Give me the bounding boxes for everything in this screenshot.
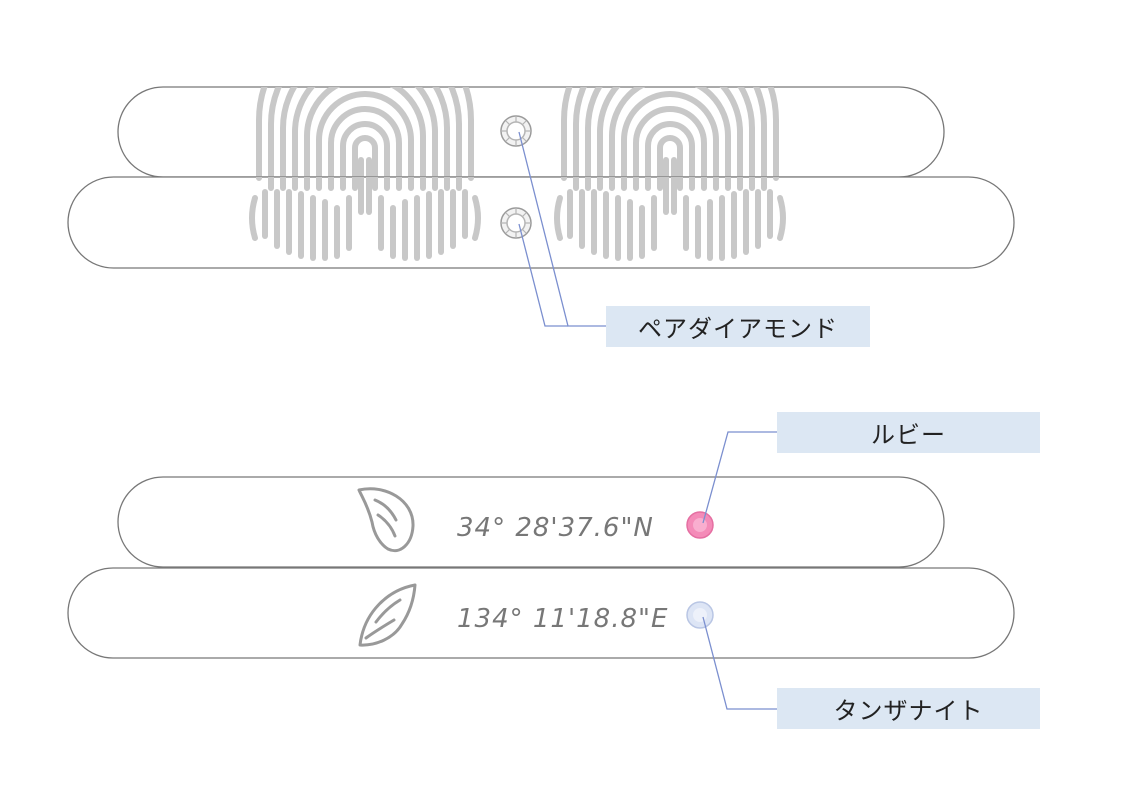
tanzanite-gem-icon <box>686 601 714 629</box>
engraved-ring-bottom <box>67 176 1015 269</box>
ruby-gem-icon <box>686 511 714 539</box>
coordinate-ring-top: 34° 28'37.6"N <box>117 476 945 568</box>
leader-line-pair-diamond <box>518 131 606 327</box>
callout-pair-diamond: ペアダイアモンド <box>606 306 870 347</box>
wing-icon <box>357 487 415 552</box>
coordinate-ring-bottom: 134° 11'18.8"E <box>67 567 1015 659</box>
callout-ruby: ルビー <box>777 412 1040 453</box>
latitude-text: 34° 28'37.6"N <box>457 513 654 543</box>
diamond-icon <box>500 207 532 239</box>
callout-tanzanite: タンザナイト <box>777 688 1040 729</box>
longitude-text: 134° 11'18.8"E <box>457 604 668 634</box>
leader-line-ruby <box>702 431 777 524</box>
diamond-icon <box>500 115 532 147</box>
wing-icon <box>358 583 417 647</box>
leader-line-tanzanite <box>702 616 777 710</box>
